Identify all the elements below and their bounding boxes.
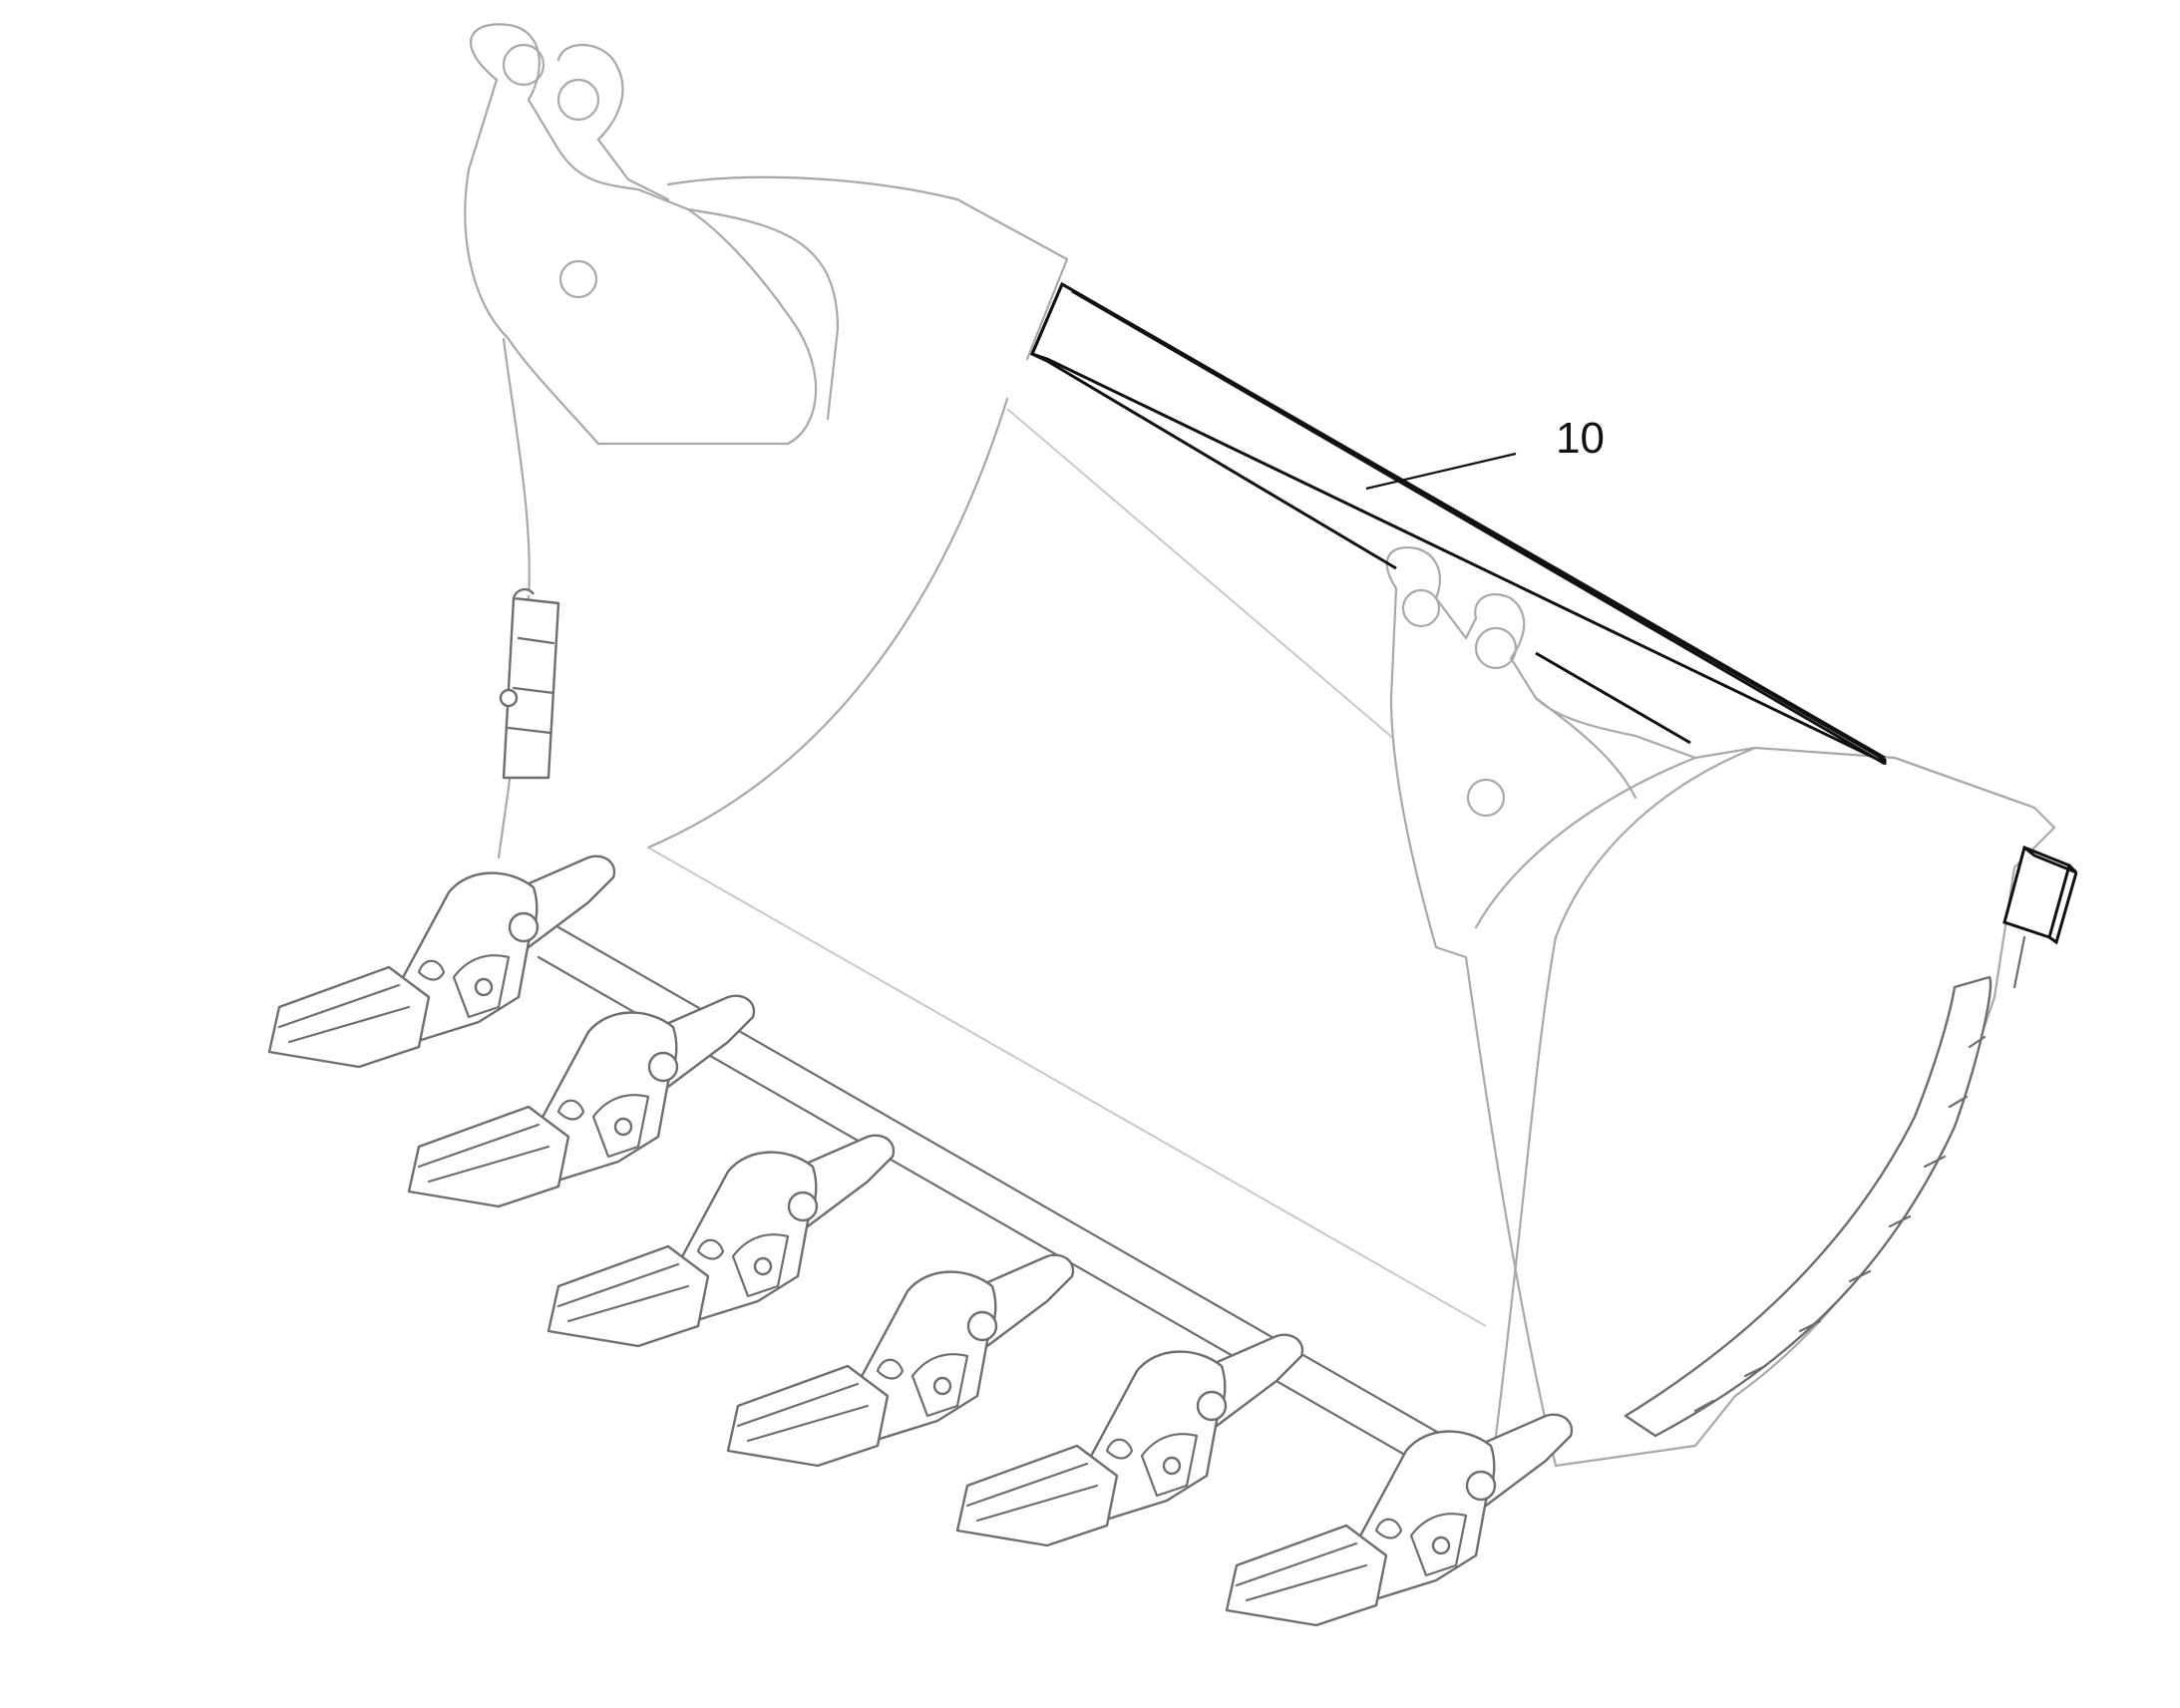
bucket-tooth-icon [1225, 1413, 1574, 1627]
bucket-tooth-icon [955, 1333, 1304, 1547]
part-10-end-block [2002, 845, 2078, 945]
left-side-plate [464, 23, 1069, 859]
part-10-top-bar [1029, 281, 1887, 766]
callout-10: 10 [1365, 414, 1605, 491]
adapter-bar [537, 925, 1498, 1498]
right-side-plate [1385, 545, 2056, 1468]
bucket-tooth-icon [267, 854, 616, 1069]
bucket-body [647, 257, 1487, 1327]
left-side-cutter [499, 587, 560, 780]
callout-label: 10 [1556, 414, 1605, 463]
right-side-cutter [1624, 935, 2026, 1438]
